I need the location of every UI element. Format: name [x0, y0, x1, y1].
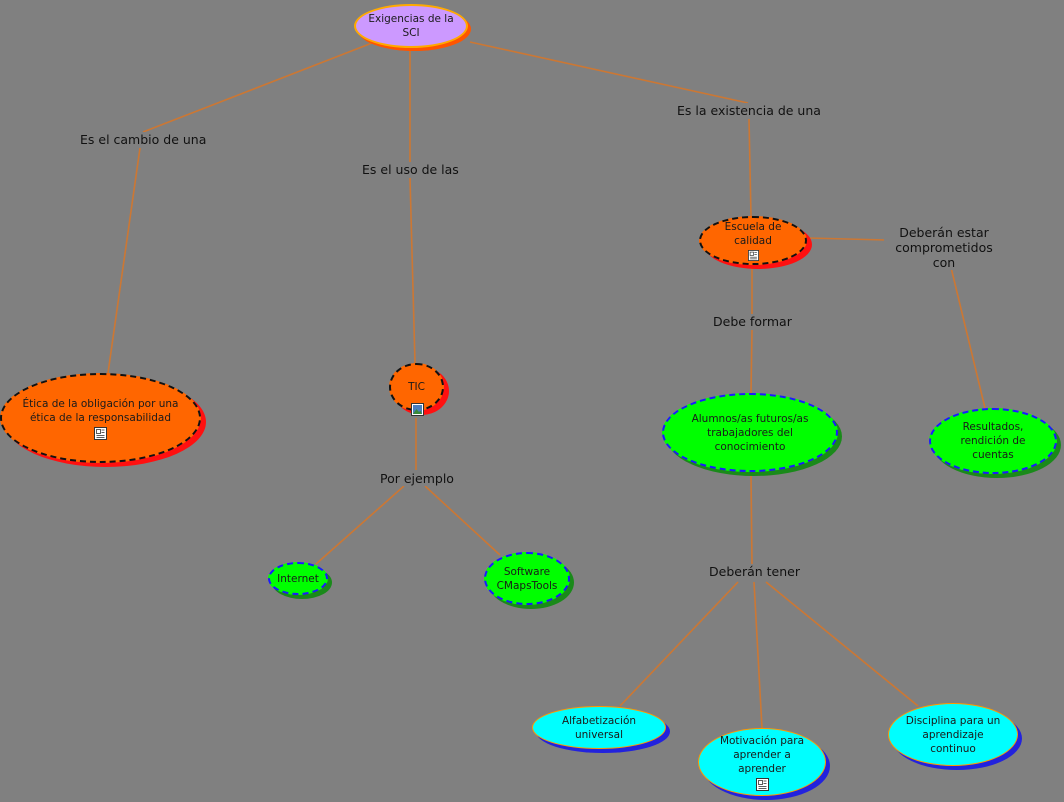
document-icon[interactable] [755, 777, 769, 791]
line-ejemplo-internet [315, 485, 405, 565]
document-icon[interactable] [94, 426, 107, 440]
concept-resultados[interactable]: Resultados, rendición de cuentas [929, 408, 1057, 474]
line-alumnos-tener [750, 474, 753, 565]
line-ejemplo-software [424, 485, 501, 556]
link-label-ejemplo: Por ejemplo [380, 471, 454, 486]
link-label-comprometidos: Deberán estar comprometidos con [884, 225, 1004, 270]
concept-software-label: Software CMapsTools [496, 565, 558, 592]
line-existencia-escuela [748, 118, 752, 217]
concept-etica-label: Ética de la obligación por una ética de … [22, 397, 179, 424]
concept-alumnos[interactable]: Alumnos/as futuros/as trabajadores del c… [662, 393, 838, 472]
concept-tic-label: TIC [408, 381, 425, 393]
concept-software[interactable]: Software CMapsTools [484, 552, 570, 605]
line-tener-disciplina [765, 581, 919, 707]
concept-alumnos-label: Alumnos/as futuros/as trabajadores del c… [691, 412, 809, 453]
document-icon[interactable] [747, 250, 760, 261]
link-label-uso: Es el uso de las [362, 162, 459, 177]
concept-resultados-label: Resultados, rendición de cuentas [960, 421, 1026, 461]
link-label-cambio: Es el cambio de una [80, 132, 207, 147]
concept-etica[interactable]: Ética de la obligación por una ética de … [0, 373, 201, 463]
concept-root[interactable]: Exigencias de la SCI [354, 4, 468, 48]
line-comprometidos-resultados [947, 254, 986, 409]
concept-internet-label: Internet [277, 572, 319, 585]
link-label-formar: Debe formar [713, 314, 792, 329]
line-formar-alumnos [750, 329, 753, 394]
concept-alfabetizacion-label: Alfabetización universal [561, 714, 637, 741]
concept-alfabetizacion[interactable]: Alfabetización universal [532, 706, 666, 749]
line-tener-motivacion [753, 581, 763, 729]
concept-internet[interactable]: Internet [268, 562, 328, 595]
concept-escuela[interactable]: Escuela de calidad [699, 216, 807, 265]
line-cambio-etica [107, 147, 141, 374]
image-icon[interactable] [411, 403, 424, 416]
concept-root-label: Exigencias de la SCI [368, 13, 454, 39]
line-root-cambio [142, 42, 373, 133]
link-label-existencia: Es la existencia de una [677, 103, 821, 118]
line-uso-tic [409, 177, 416, 364]
concept-escuela-label: Escuela de calidad [724, 221, 782, 247]
link-label-tener: Deberán tener [709, 564, 800, 579]
line-escuela-comprometidos [807, 237, 887, 241]
line-tener-alfabetizacion [619, 581, 739, 707]
concept-disciplina-label: Disciplina para un aprendizaje continuo [905, 714, 1001, 755]
line-root-existencia [469, 41, 749, 104]
concept-disciplina[interactable]: Disciplina para un aprendizaje continuo [888, 703, 1018, 766]
concept-motivacion-label: Motivación para aprender a aprender [719, 734, 805, 775]
concept-motivacion[interactable]: Motivación para aprender a aprender [698, 728, 826, 796]
